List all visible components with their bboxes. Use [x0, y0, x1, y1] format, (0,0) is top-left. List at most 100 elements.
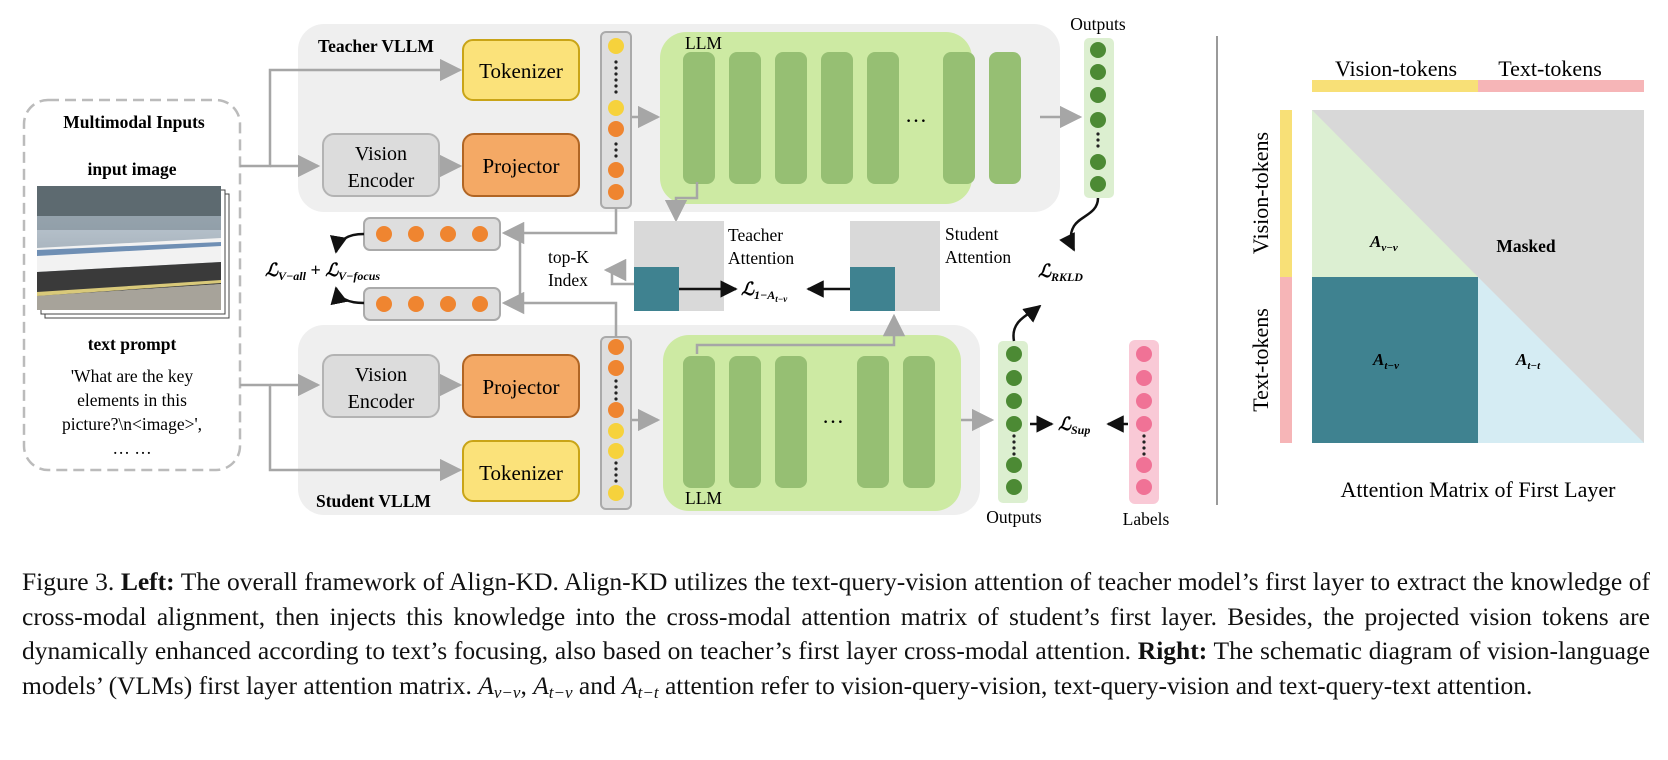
teacher-outputs-label: Outputs: [1070, 14, 1126, 34]
teacher-llm-layer: [867, 52, 899, 184]
caption-sub-vv: v−v: [493, 682, 521, 702]
text-prompt-line-1: 'What are the key: [71, 366, 193, 386]
matrix-top-text-bar: [1478, 80, 1644, 92]
teacher-llm-layer: [683, 52, 715, 184]
student-token-up-line: [501, 291, 618, 337]
student-llm-layer: [683, 356, 715, 488]
student-attention-label-1: Student: [945, 224, 999, 244]
student-token-dot: [608, 402, 624, 418]
teacher-llm-ellipsis: …: [905, 102, 927, 127]
student-llm-label: LLM: [685, 488, 722, 508]
teacher-llm-layer: [729, 52, 761, 184]
student-llm-layer: [857, 356, 889, 488]
student-output-dot: [1006, 479, 1022, 495]
teacher-token-ellipsis-dot: [614, 72, 618, 76]
v-loss-label: ℒV−all + ℒV−focus: [265, 260, 380, 283]
caption-symbol-atv: A: [533, 670, 549, 700]
multimodal-inputs-panel: [22, 98, 242, 472]
teacher-token-ellipsis-dot: [614, 148, 618, 152]
enhanced-token-dot: [408, 226, 424, 242]
teacher-output-ellipsis-dot: [1096, 138, 1100, 142]
teacher-token-dot: [608, 162, 624, 178]
matrix-masked-label: Masked: [1496, 236, 1556, 256]
teacher-output-dots: [1090, 42, 1106, 192]
caption-sub-tt: t−t: [637, 682, 659, 702]
enhanced-token-dots: [376, 226, 488, 312]
student-llm-layers: [683, 356, 935, 488]
matrix-left-text-bar: [1280, 277, 1292, 443]
teacher-vision-encoder-box: [322, 133, 440, 197]
student-token-ellipsis-dot: [614, 467, 618, 471]
student-output-ellipsis-dot: [1012, 440, 1016, 444]
labels-label: Labels: [1123, 509, 1170, 529]
student-tokenizer-label: Tokenizer: [479, 461, 563, 485]
caption-right-label: Right:: [1137, 636, 1208, 665]
teacher-llm-layer: [943, 52, 975, 184]
caption-sub-tv: t−v: [548, 682, 573, 702]
teacher-output-ellipsis-dot: [1096, 144, 1100, 148]
teacher-attention-label-2: Attention: [728, 248, 794, 268]
enhanced-token-dot: [440, 296, 456, 312]
student-token-dot: [608, 360, 624, 376]
enhanced-token-dot: [440, 226, 456, 242]
enhanced-token-dot: [472, 296, 488, 312]
teacher-output-dot: [1090, 154, 1106, 170]
caption-end-text: attention refer to vision-query-vision, …: [658, 670, 1533, 700]
student-token-ellipsis-dot: [614, 385, 618, 389]
student-llm-to-attention-line: [695, 313, 906, 354]
teacher-tokenizer-box: [462, 39, 580, 101]
teacher-output-dot: [1090, 176, 1106, 192]
student-output-dot: [1006, 457, 1022, 473]
teacher-token-ellipsis-dot: [614, 60, 618, 64]
student-vision-encoder-label-1: Vision: [355, 364, 407, 386]
caption-left-label: Left:: [120, 567, 175, 596]
student-outputs-label: Outputs: [986, 507, 1042, 527]
caption-left-text: The overall framework of Align-KD. Align…: [22, 567, 1651, 665]
teacher-token-dot: [608, 184, 624, 200]
matrix-vv-label: Av−v: [1369, 232, 1398, 254]
teacher-input-arrow: [240, 58, 463, 168]
matrix-left-text-label: Text-tokens: [1248, 308, 1273, 412]
caption-figure-number: Figure 3.: [22, 567, 115, 596]
student-token-ellipsis-dot: [614, 397, 618, 401]
student-token-ellipsis-dot: [614, 391, 618, 395]
text-prompt-line-2: elements in this: [77, 390, 187, 410]
v-loss-arrow-top: [329, 232, 365, 254]
teacher-vllm-title: Teacher VLLM: [318, 36, 434, 56]
label-dot: [1136, 416, 1152, 432]
student-vllm-title: Student VLLM: [316, 491, 431, 511]
matrix-tv-region: [1312, 277, 1478, 443]
sup-loss-label: ℒSup: [1058, 414, 1090, 437]
teacher-llm-label: LLM: [685, 33, 722, 53]
student-output-dot: [1006, 393, 1022, 409]
rkld-loss-label: ℒRKLD: [1038, 261, 1083, 284]
v-loss-arrow-bottom: [330, 286, 365, 306]
label-dot: [1136, 393, 1152, 409]
label-dot: [1136, 479, 1152, 495]
student-output-dot: [1006, 346, 1022, 362]
student-input-arrow: [240, 383, 463, 482]
input-image: [37, 186, 230, 319]
text-prompt-label: text prompt: [88, 334, 177, 354]
student-vision-encoder-label-2: Encoder: [348, 391, 415, 413]
matrix-top-vision-label: Vision-tokens: [1335, 56, 1457, 81]
student-token-dot: [608, 423, 624, 439]
matrix-left-vision-label: Vision-tokens: [1248, 132, 1273, 254]
teacher-token-ellipsis-dot: [614, 142, 618, 146]
teacher-token-ellipsis-dot: [614, 78, 618, 82]
caption-right-text: The schematic diagram of vision-language…: [22, 636, 1650, 700]
label-ellipsis-dot: [1142, 446, 1146, 450]
student-output-dot: [1006, 370, 1022, 386]
student-llm-layer: [775, 356, 807, 488]
teacher-llm-layer: [989, 52, 1021, 184]
teacher-llm-to-attention-line: [664, 182, 699, 223]
text-prompt-line-3: picture?\n<image>',: [62, 414, 202, 434]
figure-caption: Figure 3. Left: The overall framework of…: [22, 565, 1650, 703]
enhanced-token-dot: [472, 226, 488, 242]
student-llm-layer: [903, 356, 935, 488]
student-llm-layer: [729, 356, 761, 488]
teacher-llm-layer: [775, 52, 807, 184]
matrix-top-vision-bar: [1312, 80, 1478, 92]
caption-symbol-avv: A: [478, 670, 494, 700]
attention-loss-label: ℒ1−At−v: [741, 279, 788, 304]
